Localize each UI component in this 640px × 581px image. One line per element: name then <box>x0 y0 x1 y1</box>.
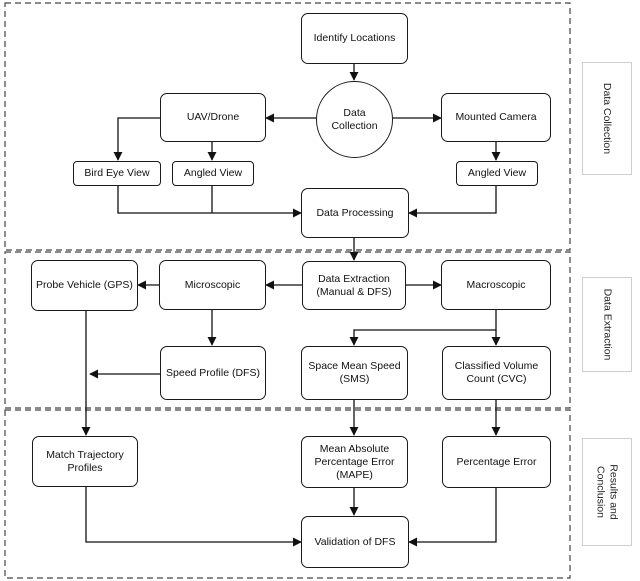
section-frame-results <box>4 409 571 579</box>
node-space-mean-speed-line2: (SMS) <box>339 373 370 385</box>
node-angled-view-camera: Angled View <box>456 161 538 186</box>
section-label-results-line1: Results and <box>608 464 621 520</box>
section-label-results-text: Results and Conclusion <box>594 464 620 519</box>
section-label-data-extraction: Data Extraction <box>582 277 632 372</box>
node-speed-profile: Speed Profile (DFS) <box>160 346 266 400</box>
edge-match-to-validation <box>85 487 302 547</box>
section-label-data-collection: Data Collection <box>582 62 632 175</box>
section-label-data-collection-text: Data Collection <box>601 82 614 155</box>
node-validation-of-dfs-label: Validation of DFS <box>314 535 396 548</box>
node-identify-locations-label: Identify Locations <box>313 32 396 44</box>
node-data-processing-label: Data Processing <box>316 206 394 219</box>
node-data-collection: Data Collection <box>316 81 393 158</box>
section-label-results-line2: Conclusion <box>595 466 608 518</box>
node-classified-volume-count-line2: Count (CVC) <box>466 373 527 385</box>
node-probe-vehicle: Probe Vehicle (GPS) <box>31 260 138 311</box>
section-frame-data-extraction <box>4 251 571 409</box>
node-mounted-camera-label: Mounted Camera <box>455 111 537 123</box>
node-percentage-error: Percentage Error <box>442 436 551 488</box>
edge-birdeye-to-processing <box>117 186 302 218</box>
node-bird-eye-view: Bird Eye View <box>73 161 161 186</box>
node-mape-line3: (MAPE) <box>336 468 373 481</box>
node-percentage-error-label: Percentage Error <box>456 455 537 468</box>
node-microscopic-label: Microscopic <box>184 278 241 291</box>
section-label-data-extraction-text: Data Extraction <box>601 288 614 361</box>
node-mounted-camera: Mounted Camera <box>441 93 551 142</box>
node-data-extraction: Data Extraction (Manual & DFS) <box>302 261 406 310</box>
edge-uav-to-birdeye <box>113 117 160 161</box>
section-frame-data-collection <box>4 2 571 251</box>
edge-angled-camera-to-processing <box>408 186 497 218</box>
node-mape-line2: Percentage Error <box>314 455 395 468</box>
section-label-results: Results and Conclusion <box>582 438 632 546</box>
node-microscopic: Microscopic <box>159 260 266 310</box>
node-data-collection-line1: Data <box>343 106 366 119</box>
node-match-trajectory-line1: Match Trajectory <box>46 448 124 461</box>
node-validation-of-dfs: Validation of DFS <box>301 516 409 568</box>
node-macroscopic: Macroscopic <box>441 260 551 310</box>
node-match-trajectory-line2: Profiles <box>67 461 103 474</box>
node-macroscopic-label: Macroscopic <box>466 278 526 291</box>
node-angled-view-drone: Angled View <box>172 161 254 186</box>
edge-macro-to-sms <box>349 310 497 346</box>
edge-percentage-to-validation <box>408 488 497 547</box>
node-angled-view-drone-label: Angled View <box>183 167 243 179</box>
node-mape: Mean Absolute Percentage Error (MAPE) <box>301 436 408 488</box>
node-probe-vehicle-label: Probe Vehicle (GPS) <box>36 279 133 291</box>
node-space-mean-speed-line1: Space Mean Speed <box>308 360 401 372</box>
node-data-extraction-line1: Data Extraction <box>318 272 390 285</box>
node-data-extraction-line2: (Manual & DFS) <box>316 285 392 298</box>
node-uav-drone-label: UAV/Drone <box>186 111 240 123</box>
node-data-processing: Data Processing <box>301 188 409 238</box>
node-space-mean-speed: Space Mean Speed (SMS) <box>301 346 408 400</box>
node-bird-eye-view-label: Bird Eye View <box>84 167 150 179</box>
node-classified-volume-count-line1: Classified Volume <box>454 360 539 372</box>
node-angled-view-camera-label: Angled View <box>467 167 527 179</box>
node-identify-locations: Identify Locations <box>301 13 408 64</box>
node-mape-line1: Mean Absolute <box>319 442 390 455</box>
node-match-trajectory: Match Trajectory Profiles <box>32 436 138 487</box>
node-uav-drone: UAV/Drone <box>160 93 266 142</box>
node-speed-profile-label: Speed Profile (DFS) <box>166 366 260 379</box>
node-classified-volume-count: Classified Volume Count (CVC) <box>442 346 551 400</box>
node-data-collection-line2: Collection <box>331 119 378 132</box>
